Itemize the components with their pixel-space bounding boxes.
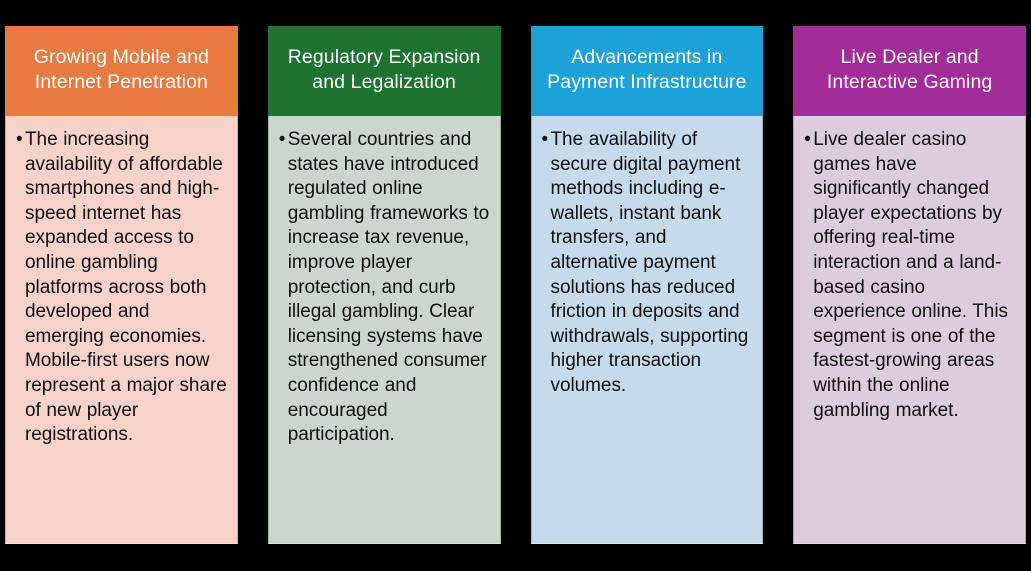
card-header-title-4: Live Dealer and Interactive Gaming (826, 46, 993, 93)
card-body-4: • Live dealer casino games have signific… (793, 116, 1026, 544)
card-body-text-3: The availability of secure digital payme… (550, 129, 749, 396)
card-advancements-in-payment-infrastructure[interactable]: Advancements in Payment Infrastructure •… (530, 26, 764, 544)
bullet-item-3: • The availability of secure digital pay… (542, 128, 755, 399)
card-header-3: Advancements in Payment Infrastructure (530, 26, 764, 116)
bullet-marker-icon-4: • (804, 129, 811, 150)
bullet-marker-icon-3: • (541, 129, 549, 150)
card-body-text-1: The increasing availability of affordabl… (25, 129, 227, 446)
card-body-3: • The availability of secure digital pay… (530, 116, 764, 544)
card-body-1: • The increasing availability of afforda… (5, 116, 238, 544)
card-body-text-4: Live dealer casino games have significan… (813, 129, 1008, 421)
card-header-1: Growing Mobile and Internet Penetration (5, 26, 238, 116)
bullet-marker-icon-1: • (16, 129, 23, 150)
card-header-4: Live Dealer and Interactive Gaming (793, 26, 1026, 116)
bullet-item-4: • Live dealer casino games have signific… (804, 128, 1017, 423)
card-body-text-2: Several countries and states have introd… (287, 129, 490, 446)
card-body-2: • Several countries and states have intr… (267, 116, 501, 544)
card-live-dealer-and-interactive-gaming[interactable]: Live Dealer and Interactive Gaming • Liv… (793, 26, 1026, 544)
bullet-item-2: • Several countries and states have intr… (279, 128, 492, 448)
card-header-title-1: Growing Mobile and Internet Penetration (33, 46, 209, 93)
bullet-marker-icon-2: • (278, 129, 286, 150)
card-header-title-3: Advancements in Payment Infrastructure (547, 46, 747, 93)
card-row: Growing Mobile and Internet Penetration … (5, 26, 1026, 544)
card-header-title-2: Regulatory Expansion and Legalization (287, 46, 481, 93)
bullet-item-1: • The increasing availability of afforda… (16, 128, 229, 448)
card-header-2: Regulatory Expansion and Legalization (267, 26, 501, 116)
card-growing-mobile-internet-penetration[interactable]: Growing Mobile and Internet Penetration … (5, 26, 238, 544)
card-regulatory-expansion-and-legalization[interactable]: Regulatory Expansion and Legalization • … (267, 26, 501, 544)
